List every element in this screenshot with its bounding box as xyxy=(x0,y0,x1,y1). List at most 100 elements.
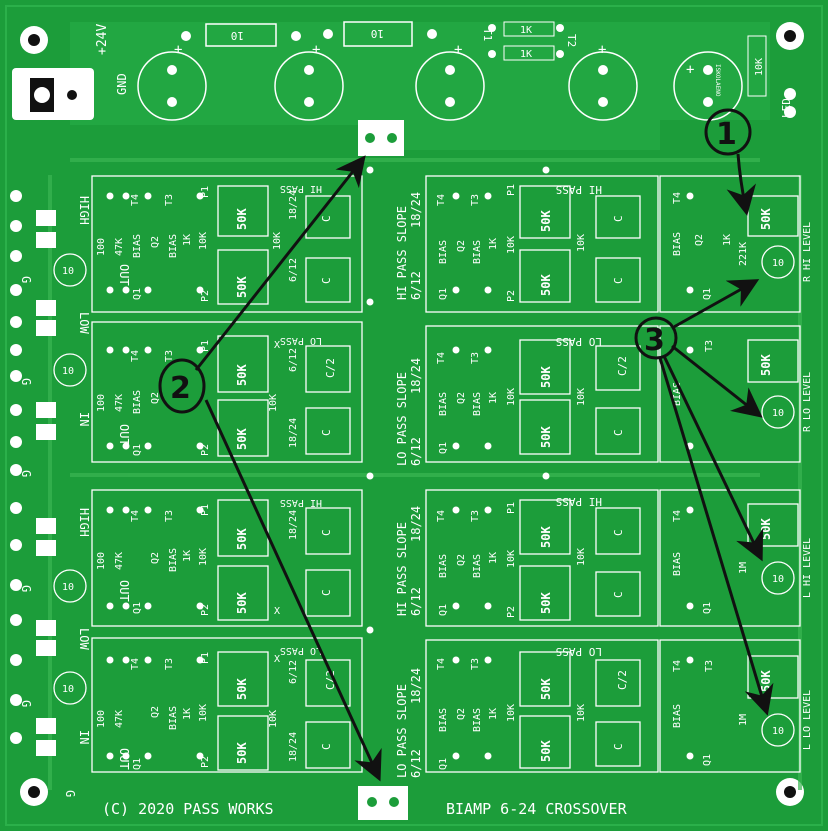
svg-text:Q1: Q1 xyxy=(438,442,449,454)
level-label-l-lo: L LO LEVEL xyxy=(802,690,813,750)
svg-text:P1: P1 xyxy=(200,340,211,352)
svg-text:C: C xyxy=(612,529,625,536)
svg-text:50K: 50K xyxy=(235,742,249,764)
svg-text:1K: 1K xyxy=(520,49,532,60)
svg-text:T4: T4 xyxy=(436,510,447,522)
svg-text:50K: 50K xyxy=(539,426,553,448)
svg-text:G: G xyxy=(19,378,33,385)
svg-text:P1: P1 xyxy=(506,184,517,196)
svg-text:BIAS: BIAS xyxy=(672,704,683,728)
board-title: BIAMP 6-24 CROSSOVER xyxy=(446,800,628,818)
svg-text:47K: 47K xyxy=(114,238,125,256)
svg-text:Q2: Q2 xyxy=(150,392,161,404)
svg-text:Q2: Q2 xyxy=(150,236,161,248)
svg-text:221K: 221K xyxy=(738,242,749,266)
svg-text:Q2: Q2 xyxy=(694,234,705,246)
slope-label-3: HI PASS SLOPE xyxy=(395,522,409,616)
svg-text:LO PASS: LO PASS xyxy=(280,335,322,346)
svg-text:T3: T3 xyxy=(164,194,175,206)
svg-text:HI PASS: HI PASS xyxy=(556,183,602,196)
svg-text:BIAS: BIAS xyxy=(168,706,179,730)
svg-text:BIAS: BIAS xyxy=(132,390,143,414)
svg-text:10K: 10K xyxy=(754,58,765,76)
svg-text:1K: 1K xyxy=(488,552,499,564)
svg-text:50K: 50K xyxy=(235,208,249,230)
svg-text:6/12: 6/12 xyxy=(409,749,423,778)
svg-text:P1: P1 xyxy=(506,502,517,514)
mounting-holes xyxy=(20,22,804,806)
level-label-l-hi: L HI LEVEL xyxy=(802,538,813,598)
svg-text:LO PASS: LO PASS xyxy=(556,335,602,348)
svg-text:18/24: 18/24 xyxy=(288,732,299,762)
svg-text:50K: 50K xyxy=(759,208,773,230)
svg-text:50K: 50K xyxy=(539,678,553,700)
svg-text:18/24: 18/24 xyxy=(409,358,423,394)
svg-text:1K: 1K xyxy=(182,708,193,720)
svg-text:HI PASS: HI PASS xyxy=(280,183,322,194)
svg-text:T3: T3 xyxy=(470,352,481,364)
svg-text:T4: T4 xyxy=(130,194,141,206)
svg-text:10K: 10K xyxy=(198,704,209,722)
svg-text:1K: 1K xyxy=(520,25,532,36)
svg-text:T3: T3 xyxy=(470,510,481,522)
svg-text:50K: 50K xyxy=(539,366,553,388)
svg-text:6/12: 6/12 xyxy=(409,587,423,616)
svg-text:Q1: Q1 xyxy=(438,288,449,300)
svg-text:C: C xyxy=(320,529,333,536)
svg-text:C: C xyxy=(320,743,333,750)
svg-text:Q2: Q2 xyxy=(150,706,161,718)
svg-text:C: C xyxy=(612,277,625,284)
svg-text:10: 10 xyxy=(62,582,74,593)
svg-text:OUT: OUT xyxy=(117,264,131,286)
svg-text:+: + xyxy=(454,42,462,58)
svg-text:100: 100 xyxy=(96,238,107,256)
svg-text:T2: T2 xyxy=(565,34,578,47)
svg-text:C: C xyxy=(320,589,333,596)
svg-text:10K: 10K xyxy=(506,550,517,568)
svg-text:T4: T4 xyxy=(436,352,447,364)
svg-text:Q1: Q1 xyxy=(132,288,143,300)
svg-text:10: 10 xyxy=(772,258,784,269)
svg-text:P2: P2 xyxy=(506,290,517,302)
svg-text:Q1: Q1 xyxy=(702,288,713,300)
svg-text:Q2: Q2 xyxy=(150,552,161,564)
svg-text:1M: 1M xyxy=(738,714,749,726)
svg-text:1K: 1K xyxy=(488,238,499,250)
svg-text:10K: 10K xyxy=(576,704,587,722)
svg-text:1K: 1K xyxy=(182,550,193,562)
level-label-r-hi: R HI LEVEL xyxy=(802,222,813,282)
svg-text:1K: 1K xyxy=(488,392,499,404)
svg-text:C: C xyxy=(612,591,625,598)
svg-text:6/12: 6/12 xyxy=(288,348,299,372)
copyright-label: (C) 2020 PASS WORKS xyxy=(102,800,274,818)
svg-text:LO PASS: LO PASS xyxy=(556,645,602,658)
svg-text:Q1: Q1 xyxy=(438,758,449,770)
res-10-a: 10 xyxy=(231,29,244,42)
svg-text:C/2: C/2 xyxy=(616,356,629,376)
svg-text:G: G xyxy=(19,470,33,477)
annotation-number-1: 1 xyxy=(716,117,737,152)
svg-text:HIGH: HIGH xyxy=(77,196,91,225)
svg-text:6/12: 6/12 xyxy=(409,271,423,300)
svg-text:IN: IN xyxy=(77,730,91,744)
svg-text:18/24: 18/24 xyxy=(409,668,423,704)
svg-text:T4: T4 xyxy=(672,192,683,204)
svg-text:C: C xyxy=(320,215,333,222)
svg-text:18/24: 18/24 xyxy=(288,190,299,220)
svg-text:P2: P2 xyxy=(200,290,211,302)
svg-text:G: G xyxy=(19,700,33,707)
svg-text:G: G xyxy=(19,276,33,283)
svg-text:Q1: Q1 xyxy=(132,758,143,770)
svg-text:T4: T4 xyxy=(672,660,683,672)
svg-text:18/24: 18/24 xyxy=(288,510,299,540)
svg-text:10K: 10K xyxy=(576,234,587,252)
svg-text:OUT: OUT xyxy=(117,580,131,602)
svg-text:LOW: LOW xyxy=(77,312,91,334)
svg-text:C: C xyxy=(612,429,625,436)
annotation-circle-3 xyxy=(634,316,678,360)
svg-text:6/12: 6/12 xyxy=(288,660,299,684)
svg-text:+: + xyxy=(174,42,182,58)
svg-text:G: G xyxy=(63,790,77,797)
svg-text:P1: P1 xyxy=(200,652,211,664)
svg-text:BIAS: BIAS xyxy=(438,240,449,264)
